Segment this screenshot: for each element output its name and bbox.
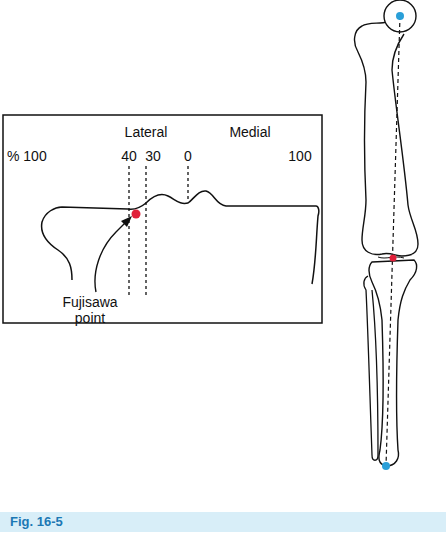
fujisawa-dot — [132, 210, 141, 219]
fibula — [364, 276, 378, 460]
percent-label: 0 — [184, 148, 192, 164]
hip-center-dot — [396, 12, 404, 20]
percent-label: 30 — [145, 148, 161, 164]
caption-band — [0, 512, 446, 532]
point-label: Fujisawa point — [55, 294, 125, 326]
mechanical-axis — [386, 16, 400, 466]
inset-frame — [3, 115, 322, 323]
knee-axis-dot — [390, 255, 397, 262]
tibial-plateau — [42, 191, 319, 284]
side-label: Medial — [229, 124, 270, 140]
percent-label: 40 — [121, 148, 137, 164]
percent-label: % 100 — [7, 148, 47, 164]
leader-line — [95, 220, 128, 292]
arrow-head — [121, 216, 132, 227]
ankle-center-dot — [382, 462, 390, 470]
side-label: Lateral — [125, 124, 168, 140]
percent-label: 100 — [288, 148, 311, 164]
femur — [355, 0, 418, 256]
figure-caption: Fig. 16-5 — [10, 514, 63, 530]
percent-lines — [129, 166, 188, 296]
